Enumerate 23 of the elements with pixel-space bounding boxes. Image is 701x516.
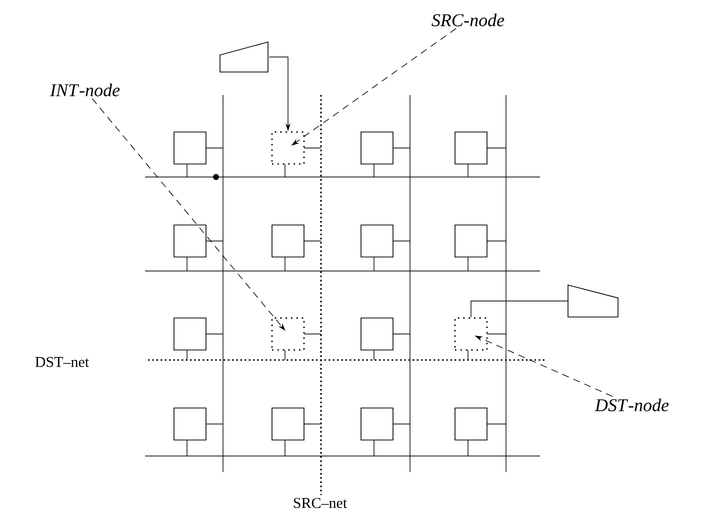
cable-line	[470, 300, 568, 318]
terminal-icon	[220, 41, 268, 72]
router-box	[174, 408, 224, 456]
router-box	[454, 317, 506, 360]
router-box	[360, 408, 410, 456]
router-box	[271, 131, 322, 178]
router-box	[174, 224, 224, 272]
router-box	[360, 224, 410, 272]
router-box	[360, 132, 410, 178]
router-box	[174, 318, 224, 360]
net-label: DST–net	[35, 356, 89, 368]
node-label: INT-node	[50, 84, 120, 96]
router-box	[272, 408, 322, 456]
router-box	[271, 317, 322, 360]
node-label: SRC-node	[432, 14, 504, 26]
node-label: DST-node	[594, 398, 669, 412]
router-box	[454, 408, 506, 456]
net-label: SRC–net	[294, 498, 347, 508]
router-box	[454, 224, 506, 272]
router-box	[174, 132, 224, 178]
router-box	[454, 132, 506, 178]
router-box	[360, 318, 410, 360]
router-box	[272, 224, 322, 272]
